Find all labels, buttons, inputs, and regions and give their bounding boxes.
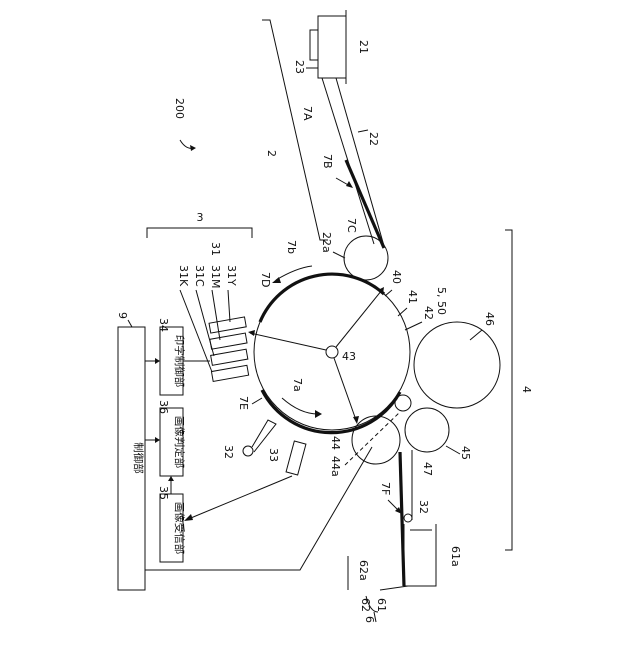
drum-center-43 xyxy=(326,346,338,358)
tray-61 xyxy=(404,524,436,586)
label-61a: 61a xyxy=(449,546,462,567)
leader-22a xyxy=(333,252,345,258)
label-31y: 31Y xyxy=(225,265,238,286)
label-7a-upper: 7A xyxy=(301,106,314,121)
label-5-50: 5, 50 xyxy=(435,287,448,315)
label-7a: 7a xyxy=(291,378,304,392)
label-4: 4 xyxy=(520,386,533,393)
film-on-drum-bottom xyxy=(262,390,400,433)
label-2: 2 xyxy=(265,150,278,157)
leader-45 xyxy=(446,446,460,454)
image-judge-label: 画像判定部 xyxy=(173,416,186,469)
supply-cartridge xyxy=(310,30,318,60)
leader-46 xyxy=(470,330,482,340)
label-31: 31 xyxy=(209,242,222,256)
film-line-b xyxy=(336,78,384,246)
sensor-32-upper xyxy=(243,446,253,456)
label-33: 33 xyxy=(267,448,280,462)
label-22a: 22a xyxy=(320,232,333,253)
ink-heads xyxy=(203,317,254,381)
arrowhead xyxy=(353,416,359,424)
label-31k: 31K xyxy=(177,265,190,287)
label-61: 61 xyxy=(375,598,388,612)
label-36: 36 xyxy=(157,400,170,414)
label-46: 46 xyxy=(483,312,496,326)
label-3: 3 xyxy=(197,211,204,224)
leader-22 xyxy=(358,130,368,132)
spoke-2 xyxy=(336,290,382,347)
image-receive-label: 画像受信部 xyxy=(173,502,186,555)
arrowhead xyxy=(155,358,160,364)
roller-small xyxy=(395,395,411,411)
label-42: 42 xyxy=(422,306,435,320)
roller-44 xyxy=(352,416,400,464)
label-43: 43 xyxy=(342,350,356,363)
leader-61 xyxy=(380,586,408,590)
arrowhead xyxy=(315,410,322,418)
leader-40 xyxy=(385,290,392,296)
bracket-4 xyxy=(505,230,512,550)
label-7d: 7D xyxy=(259,272,272,287)
leader-9 xyxy=(128,320,132,327)
sensor-33 xyxy=(286,441,306,475)
label-31c: 31C xyxy=(193,265,206,287)
arrowhead xyxy=(346,181,353,188)
arrowhead xyxy=(190,145,196,151)
leader-31y xyxy=(228,290,230,322)
arrowhead xyxy=(248,330,255,336)
head-31c xyxy=(211,349,248,365)
label-47: 47 xyxy=(421,462,434,476)
film-exit-7f xyxy=(400,452,404,586)
label-40: 40 xyxy=(390,270,403,284)
leader-7e xyxy=(252,398,262,404)
head-31m xyxy=(210,333,247,349)
roller-45 xyxy=(405,408,449,452)
control-unit-label: 制御部 xyxy=(132,442,145,474)
label-41: 41 xyxy=(406,290,419,304)
arrowhead xyxy=(168,476,174,481)
head-31k xyxy=(211,365,248,381)
label-62: 62 xyxy=(359,598,372,612)
figure-number: 200 xyxy=(173,98,186,119)
label-9: 9 xyxy=(116,312,129,319)
label-6: 6 xyxy=(363,616,376,623)
film-guide-22 xyxy=(346,160,384,248)
spoke-1 xyxy=(250,333,326,350)
label-32-upper: 32 xyxy=(222,445,235,459)
line-sensor-to-receive xyxy=(186,476,292,520)
label-22: 22 xyxy=(367,132,380,146)
arrowhead xyxy=(155,437,160,443)
label-32-lower: 32 xyxy=(417,500,430,514)
sensor-32-lower xyxy=(404,514,412,522)
label-7c: 7C xyxy=(345,218,358,233)
spoke-3 xyxy=(334,358,356,420)
label-44-44a: 4444a xyxy=(329,436,342,477)
label-7b: 7b xyxy=(285,240,298,254)
roller-46 xyxy=(414,322,500,408)
label-23: 23 xyxy=(293,60,306,74)
film-supply-21 xyxy=(318,16,346,78)
label-7f: 7F xyxy=(379,482,392,495)
label-31m: 31M xyxy=(209,265,222,289)
label-21: 21 xyxy=(357,40,370,54)
leader-42 xyxy=(405,322,422,330)
bracket-3 xyxy=(147,228,252,238)
rotation-arrow-7a xyxy=(282,398,318,414)
label-7b-upper: 7B xyxy=(321,154,334,169)
label-45: 45 xyxy=(459,446,472,460)
head-31y xyxy=(209,317,246,333)
label-62a: 62a xyxy=(357,560,370,581)
label-34: 34 xyxy=(157,318,170,332)
label-35: 35 xyxy=(157,486,170,500)
label-7e: 7E xyxy=(237,396,250,410)
